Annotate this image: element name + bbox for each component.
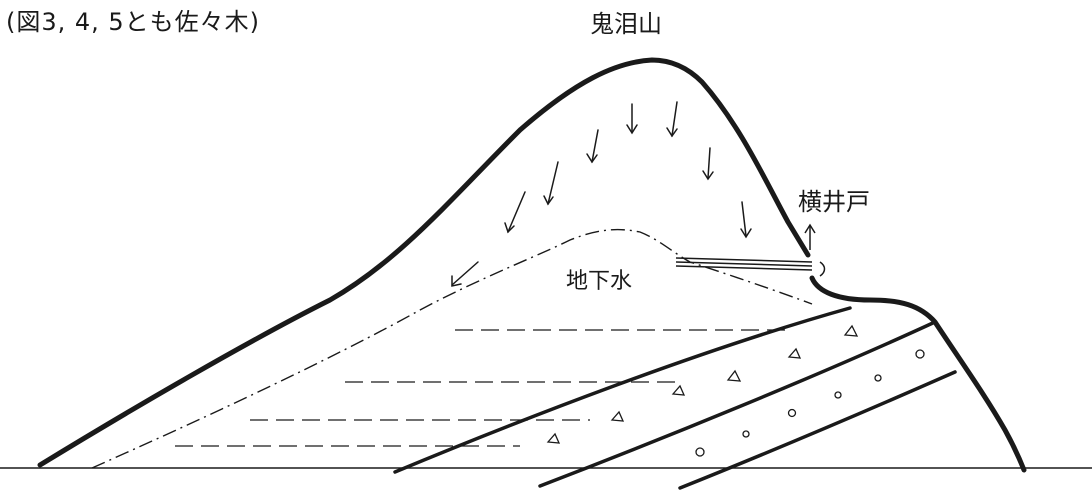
inclined-strata	[393, 306, 957, 490]
lower-slope-outline	[809, 275, 1027, 473]
groundwater-label: 地下水	[562, 271, 637, 293]
figure-caption: (図3, 4, 5とも佐々木)	[6, 8, 261, 36]
mountain-name-label: 鬼泪山	[590, 10, 662, 38]
horizontal-well-label: 横井戸	[798, 188, 870, 216]
groundwater-table	[91, 228, 813, 469]
gravel-symbols	[546, 324, 859, 444]
pebble-symbols	[695, 349, 925, 457]
mountain-outline	[37, 57, 811, 468]
horizontal-well	[675, 223, 826, 277]
infiltration-arrows	[451, 101, 752, 287]
